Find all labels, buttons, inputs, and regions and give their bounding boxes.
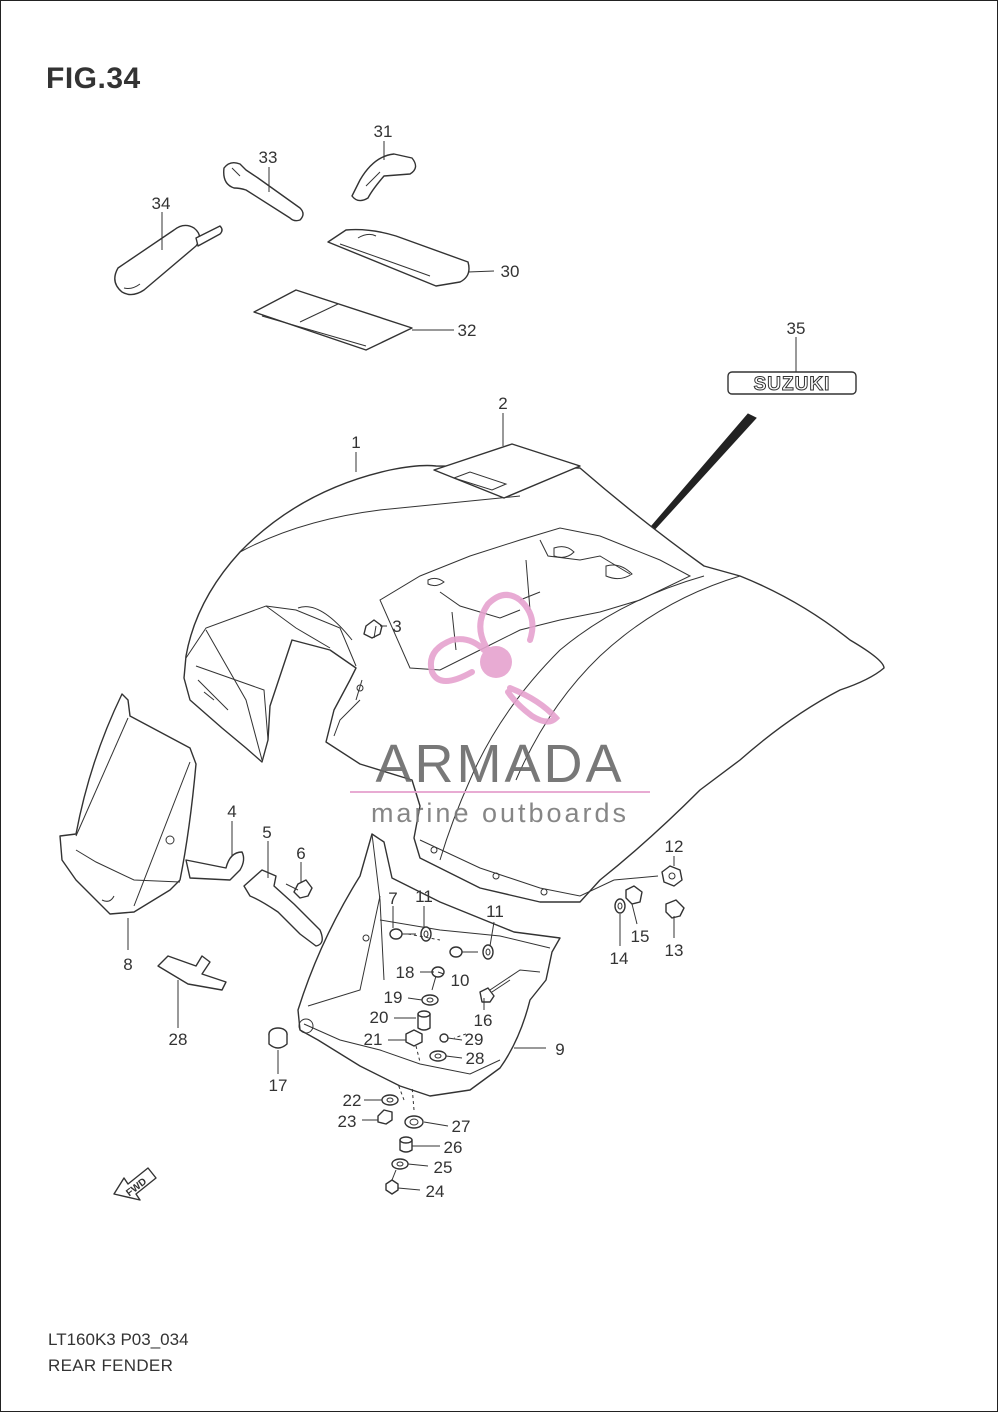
diagram-name: REAR FENDER [48, 1356, 174, 1375]
part-1-rear-fender [183, 464, 885, 903]
callout-11-b: 11 [486, 902, 504, 921]
callout-31: 30 [501, 262, 520, 281]
part-9-rear-flap [297, 833, 561, 1097]
part-11-washer-a [420, 926, 432, 942]
callout-2: 2 [498, 394, 507, 413]
callout-12: 13 [665, 941, 684, 960]
callout-28: 28 [466, 1049, 485, 1068]
part-22-washer [381, 1094, 399, 1106]
part-15-washer [614, 898, 626, 914]
part-32-strap [351, 153, 417, 202]
callout-18: 18 [396, 963, 415, 982]
part-2-cover [433, 443, 581, 499]
watermark-propeller-icon [428, 591, 561, 725]
diagram-code: LT160K3 P03_034 [48, 1330, 189, 1349]
callout-5: 5 [262, 823, 271, 842]
part-8-mud-guard [59, 693, 197, 915]
part-5-bracket [243, 869, 323, 947]
callout-13: 12 [665, 837, 684, 856]
callout-19: 19 [384, 988, 403, 1007]
callout-8: 8 [123, 955, 132, 974]
callout-4: 4 [227, 802, 236, 821]
callout-16: 15 [631, 927, 650, 946]
callout-6: 6 [296, 844, 305, 863]
callout-26: 26 [444, 1138, 463, 1157]
part-3-bolt [363, 619, 383, 639]
part-26-collar [399, 1136, 413, 1153]
callout-15: 14 [610, 949, 629, 968]
part-6-bolt [285, 879, 313, 899]
callout-33: 32 [458, 321, 477, 340]
part-10-screw [449, 946, 478, 958]
callout-7: 7 [388, 889, 397, 908]
part-35-screwdriver [114, 224, 223, 296]
callout-24: 24 [426, 1182, 445, 1201]
part-28-washer [429, 1050, 447, 1062]
part-33-owners-manual [253, 289, 413, 351]
part-21-nut [405, 1029, 423, 1047]
part-13-nut [661, 865, 683, 887]
callout-34: 33 [259, 148, 278, 167]
callout-9: 9 [555, 1040, 564, 1059]
callout-labels: 31 33 34 30 32 35 2 1 3 4 5 6 12 7 11 11… [123, 122, 805, 1201]
watermark-tagline: marine outboards [371, 798, 629, 828]
part-36-suzuki-decal: SUZUKI [727, 371, 857, 396]
callout-11-a: 11 [415, 887, 433, 906]
part-25-washer [391, 1158, 409, 1170]
callout-30: 28 [169, 1030, 188, 1049]
decal-pointer [649, 413, 757, 531]
part-29-clip [439, 1033, 449, 1043]
part-30-guard [157, 955, 227, 991]
callout-22: 22 [343, 1091, 362, 1110]
decal-text: SUZUKI [754, 374, 831, 395]
part-17-grommet [268, 1027, 288, 1049]
callout-36: 35 [787, 319, 806, 338]
part-11-washer-b [482, 944, 494, 960]
part-24-bolt [385, 1169, 399, 1195]
watermark: ARMADA marine outboards [350, 591, 650, 828]
callout-29: 29 [465, 1030, 484, 1049]
callout-17: 17 [269, 1076, 288, 1095]
callout-23: 23 [338, 1112, 357, 1131]
part-4-bracket [185, 851, 245, 881]
part-16-nut [625, 885, 643, 905]
assembly-lines [397, 933, 467, 1111]
part-27-grommet [404, 1115, 424, 1129]
callout-27: 27 [452, 1117, 471, 1136]
callout-25: 25 [434, 1158, 453, 1177]
callout-1: 1 [351, 433, 360, 452]
part-31-tool-bag [327, 228, 470, 287]
watermark-brand: ARMADA [375, 734, 624, 794]
part-19-washer [421, 994, 439, 1006]
figure-title: FIG.34 [46, 62, 141, 95]
part-34-wrench [223, 161, 304, 222]
callout-20: 20 [370, 1008, 389, 1027]
callout-14: 16 [474, 1011, 493, 1030]
callout-10: 10 [451, 971, 470, 990]
callout-3: 3 [392, 617, 401, 636]
callout-21: 21 [364, 1030, 383, 1049]
callout-32: 31 [374, 122, 393, 141]
fwd-arrow: FWD [113, 1167, 157, 1201]
part-20-collar [417, 1010, 431, 1031]
part-12-clip [665, 899, 685, 919]
callout-35: 34 [152, 194, 171, 213]
leader-lines [127, 141, 797, 1191]
part-23-nut [377, 1109, 393, 1125]
